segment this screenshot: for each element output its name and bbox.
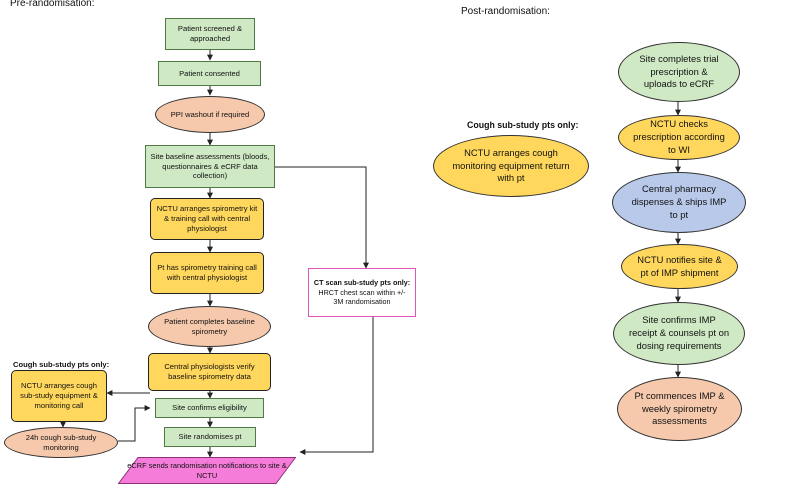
- ct-label: CT scan sub-study pts only:: [313, 278, 411, 288]
- parallelogram-shape: [118, 457, 296, 484]
- node-24h-cough-monitoring: 24h cough sub-study monitoring: [4, 427, 118, 458]
- ecrf-notifications-text: eCRF sends randomisation notifications t…: [127, 460, 287, 480]
- cough-post-label: Cough sub-study pts only:: [467, 120, 579, 130]
- node-physiologists-verify: Central physiologists verify baseline sp…: [148, 353, 271, 391]
- node-nctu-cough-equipment: NCTU arranges cough sub-study equipment …: [11, 370, 107, 422]
- node-nctu-spirometry-kit: NCTU arranges spirometry kit & training …: [150, 198, 264, 240]
- node-baseline-spirometry: Patient completes baseline spirometry: [148, 306, 271, 347]
- cough-pre-label: Cough sub-study pts only:: [13, 360, 110, 369]
- node-ppi-washout: PPI washout if required: [155, 96, 265, 133]
- node-site-confirms-imp: Site confirms IMP receipt & counsels pt …: [613, 302, 745, 365]
- node-nctu-checks-prescription: NCTU checks prescription according to WI: [618, 115, 740, 160]
- node-ecrf-notifications: eCRF sends randomisation notifications t…: [118, 457, 296, 484]
- post-randomisation-heading: Post-randomisation:: [461, 6, 550, 17]
- node-site-baseline-assessments: Site baseline assessments (bloods, quest…: [145, 145, 275, 188]
- node-pt-spirometry-training: Pt has spirometry training call with cen…: [150, 252, 264, 294]
- node-site-trial-prescription: Site completes trial prescription & uplo…: [618, 42, 740, 102]
- node-site-confirms-eligibility: Site confirms eligibility: [155, 398, 264, 418]
- ct-body: HRCT chest scan within +/- 3M randomisat…: [318, 287, 406, 307]
- node-central-pharmacy: Central pharmacy dispenses & ships IMP t…: [612, 172, 746, 233]
- node-cough-equipment-return: NCTU arranges cough monitoring equipment…: [433, 135, 589, 197]
- node-ct-scan-substudy: CT scan sub-study pts only: HRCT chest s…: [308, 268, 416, 317]
- node-patient-consented: Patient consented: [158, 61, 261, 86]
- node-patient-screened: Patient screened & approached: [165, 18, 255, 50]
- node-pt-commences-imp: Pt commences IMP & weekly spirometry ass…: [617, 377, 742, 441]
- node-site-randomises: Site randomises pt: [164, 427, 256, 447]
- node-nctu-notifies-shipment: NCTU notifies site & pt of IMP shipment: [621, 244, 738, 289]
- pre-randomisation-heading: Pre-randomisation:: [10, 0, 95, 9]
